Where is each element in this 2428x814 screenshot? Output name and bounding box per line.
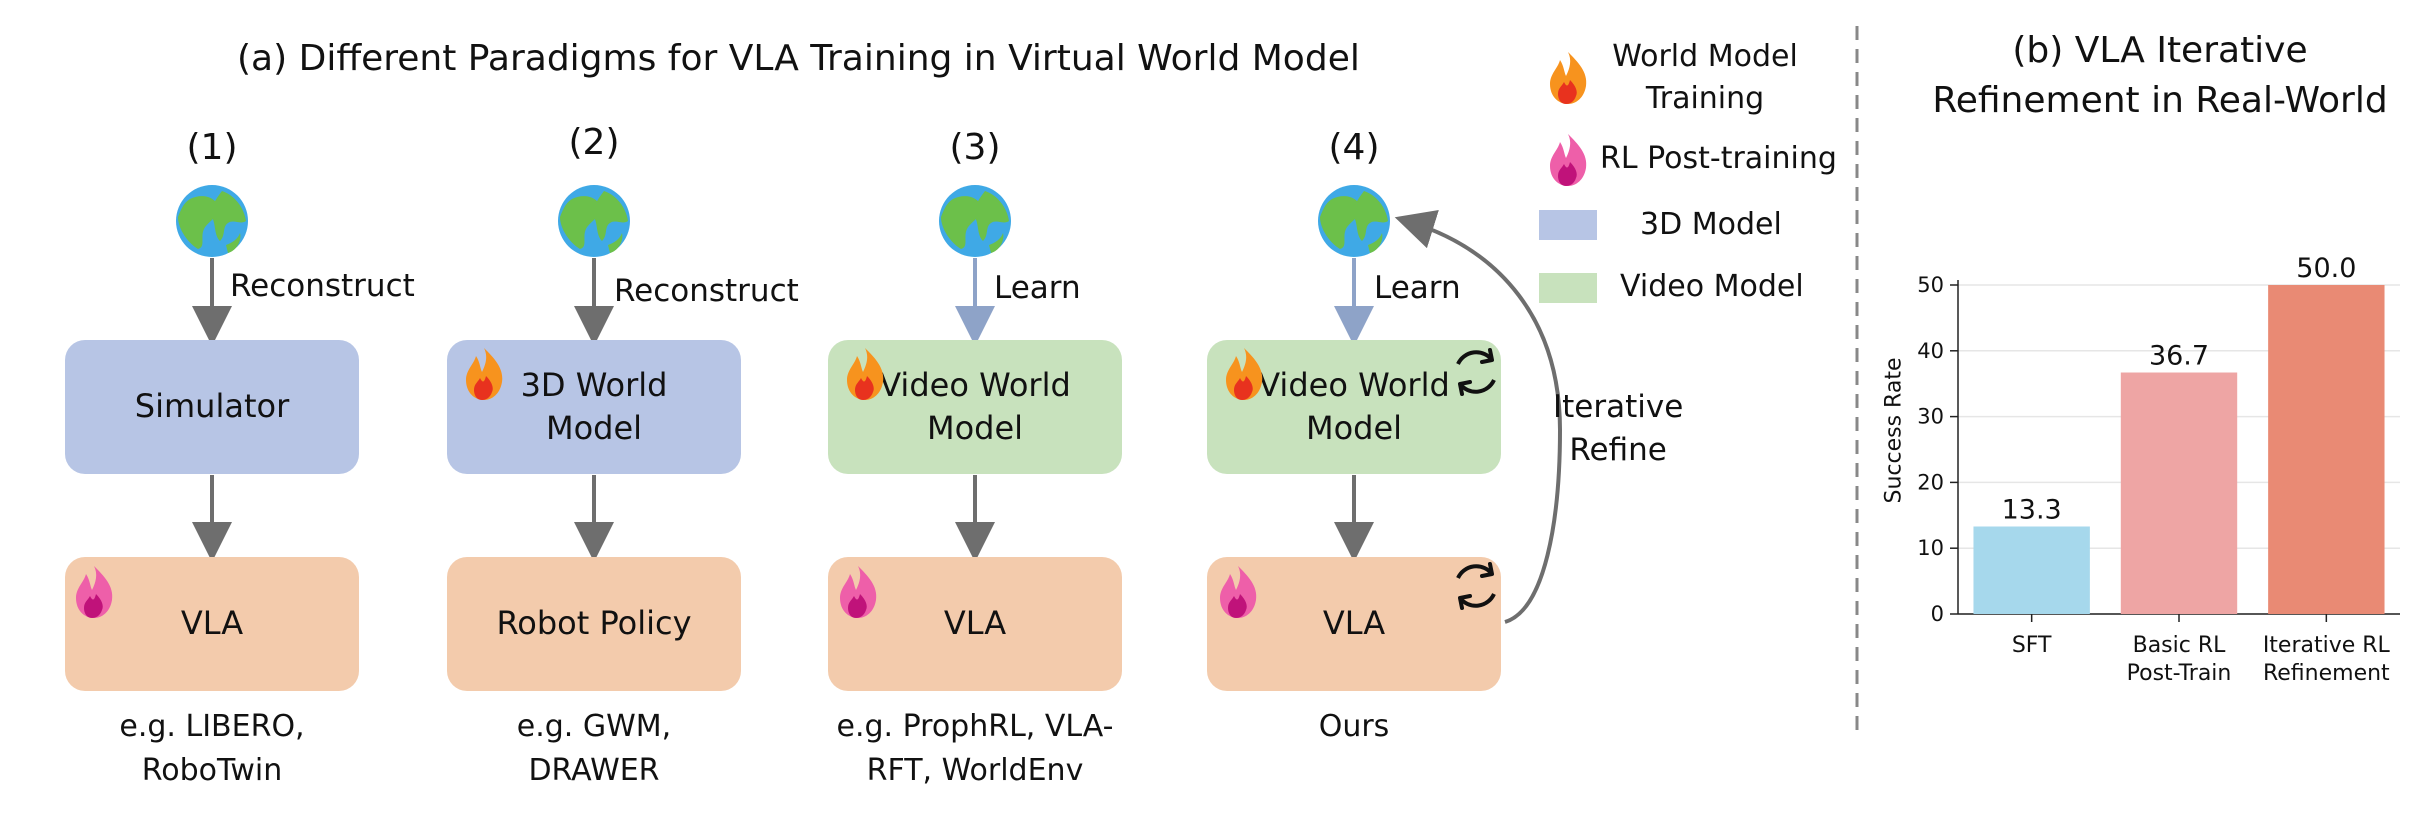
- panel-a-title: (a) Different Paradigms for VLA Training…: [237, 38, 1360, 79]
- globe-icon: [1318, 185, 1390, 257]
- fire-pink-icon: [840, 566, 877, 618]
- caption: e.g. LIBERO, RoboTwin: [119, 709, 305, 788]
- 3d-world-model-box: 3D World Model: [447, 340, 741, 474]
- x-tick-label: SFT: [2012, 633, 2052, 658]
- globe-icon: [558, 185, 630, 257]
- globe-icon: [176, 185, 248, 257]
- vla-box: VLA: [1207, 557, 1501, 691]
- y-tick-label: 50: [1917, 273, 1944, 297]
- iterative-refine-label: Iterative Refine: [1553, 389, 1684, 469]
- simulator-box: Simulator: [65, 340, 359, 474]
- legend-swatch-3d: [1539, 210, 1597, 240]
- y-tick-label: 10: [1917, 536, 1944, 560]
- vla-box: VLA: [828, 557, 1122, 691]
- fire-pink-icon: [76, 566, 113, 618]
- arrow-label-reconstruct: Reconstruct: [230, 268, 415, 304]
- fire-pink-icon: [1220, 566, 1257, 618]
- legend-world-model-training: World Model Training: [1612, 39, 1798, 116]
- column-number: (3): [949, 127, 1001, 168]
- y-tick-label: 0: [1931, 602, 1944, 626]
- fire-orange-icon: [466, 348, 503, 400]
- bar: [2268, 285, 2385, 614]
- caption: Ours: [1318, 709, 1390, 744]
- y-tick-label: 20: [1917, 470, 1944, 494]
- column-number: (1): [186, 127, 238, 168]
- legend-rl-post-training: RL Post-training: [1600, 141, 1837, 176]
- caption: e.g. ProphRL, VLA- RFT, WorldEnv: [836, 709, 1114, 788]
- legend-3d-model: 3D Model: [1640, 207, 1782, 242]
- globe-icon: [939, 185, 1011, 257]
- column-number: (4): [1328, 127, 1380, 168]
- y-tick-label: 30: [1917, 405, 1944, 429]
- fire-orange-icon: [1226, 348, 1263, 400]
- legend-video-model: Video Model: [1620, 269, 1804, 304]
- arrow-label-reconstruct: Reconstruct: [614, 273, 799, 309]
- y-tick-label: 40: [1917, 339, 1944, 363]
- fire-orange-icon: [1550, 52, 1587, 104]
- bar: [1973, 526, 2090, 614]
- fire-pink-icon: [1550, 134, 1587, 186]
- chart-title: (b) VLA Iterative Refinement in Real-Wor…: [1932, 30, 2388, 122]
- iterative-refine-arrow: [1394, 210, 1563, 624]
- bar-value-label: 36.7: [2149, 341, 2209, 372]
- bar: [2120, 372, 2238, 614]
- bar-value-label: 50.0: [2296, 253, 2356, 284]
- fire-orange-icon: [847, 348, 884, 400]
- bar-value-label: 13.3: [2002, 494, 2062, 525]
- arrow-label-learn: Learn: [1374, 270, 1461, 306]
- vla-box: VLA: [65, 557, 359, 691]
- robot-policy-box: Robot Policy: [447, 557, 741, 691]
- refresh-icon: [1456, 348, 1496, 396]
- caption: e.g. GWM, DRAWER: [516, 709, 672, 788]
- arrow-label-learn: Learn: [994, 270, 1081, 306]
- refresh-icon: [1456, 562, 1496, 610]
- y-axis-label: Success Rate: [1881, 357, 1907, 504]
- legend-swatch-video: [1539, 273, 1597, 303]
- column-number: (2): [568, 122, 620, 163]
